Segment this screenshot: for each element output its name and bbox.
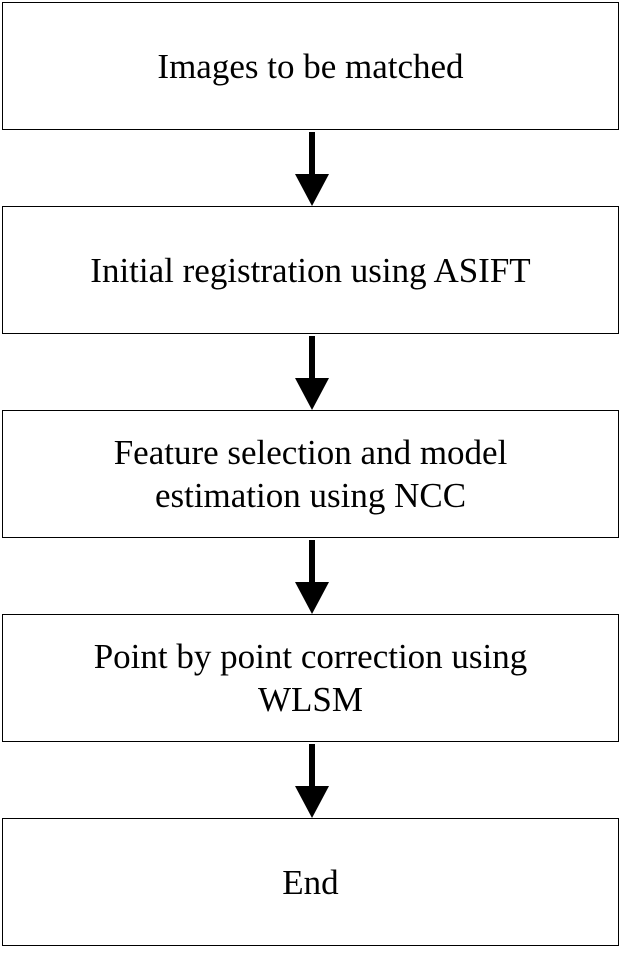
down-arrow-icon (295, 744, 329, 818)
step-end: End (2, 818, 619, 946)
step-initial-registration: Initial registration using ASIFT (2, 206, 619, 334)
step-label: End (282, 862, 339, 902)
step-label: Initial registration using ASIFT (90, 250, 531, 290)
down-arrow-icon (295, 336, 329, 410)
step-label: Point by point correction using WLSM (93, 637, 528, 719)
down-arrow-icon (295, 540, 329, 614)
down-arrow-icon (295, 132, 329, 206)
step-images-to-be-matched: Images to be matched (2, 2, 619, 130)
step-label: Images to be matched (157, 46, 464, 86)
step-feature-selection: Feature selection and model estimation u… (2, 410, 619, 538)
step-label: Feature selection and model estimation u… (113, 433, 508, 515)
step-point-by-point-correction: Point by point correction using WLSM (2, 614, 619, 742)
